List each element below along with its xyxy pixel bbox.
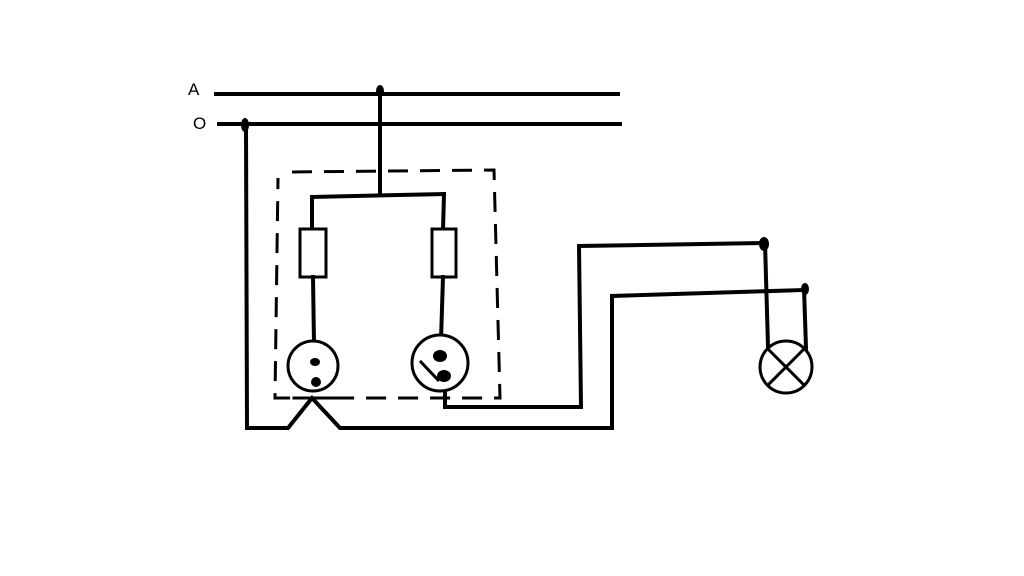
phase-bus-wire	[309, 191, 447, 200]
lamp-right-lead	[801, 285, 809, 351]
neutral-line-label: O	[193, 114, 206, 133]
left-socket	[286, 339, 340, 393]
right-socket-pin-top	[433, 350, 447, 362]
left-fuse	[298, 227, 328, 279]
junction-lamp-phase	[759, 237, 769, 251]
right-socket-lever	[418, 359, 441, 383]
junction-lamp-neutral	[801, 283, 809, 295]
junction-phase	[376, 85, 384, 97]
left-branch-wire	[310, 274, 317, 346]
right-socket-switch	[410, 333, 470, 393]
lamp-left-lead	[762, 240, 771, 349]
switched-phase-wire	[443, 240, 766, 409]
neutral-return-wire	[243, 121, 807, 430]
right-branch-top-wire	[440, 191, 447, 233]
left-socket-pin-top	[310, 358, 320, 366]
left-socket-pin-bottom	[311, 377, 321, 387]
switchboard-dashed-box	[273, 168, 502, 400]
junction-neutral	[241, 118, 249, 132]
lamp-cross-line-2	[765, 346, 807, 388]
right-socket-pin-bottom	[437, 370, 451, 382]
phase-line-label: A	[188, 80, 200, 99]
right-branch-wire	[438, 274, 446, 343]
right-fuse	[430, 227, 458, 279]
